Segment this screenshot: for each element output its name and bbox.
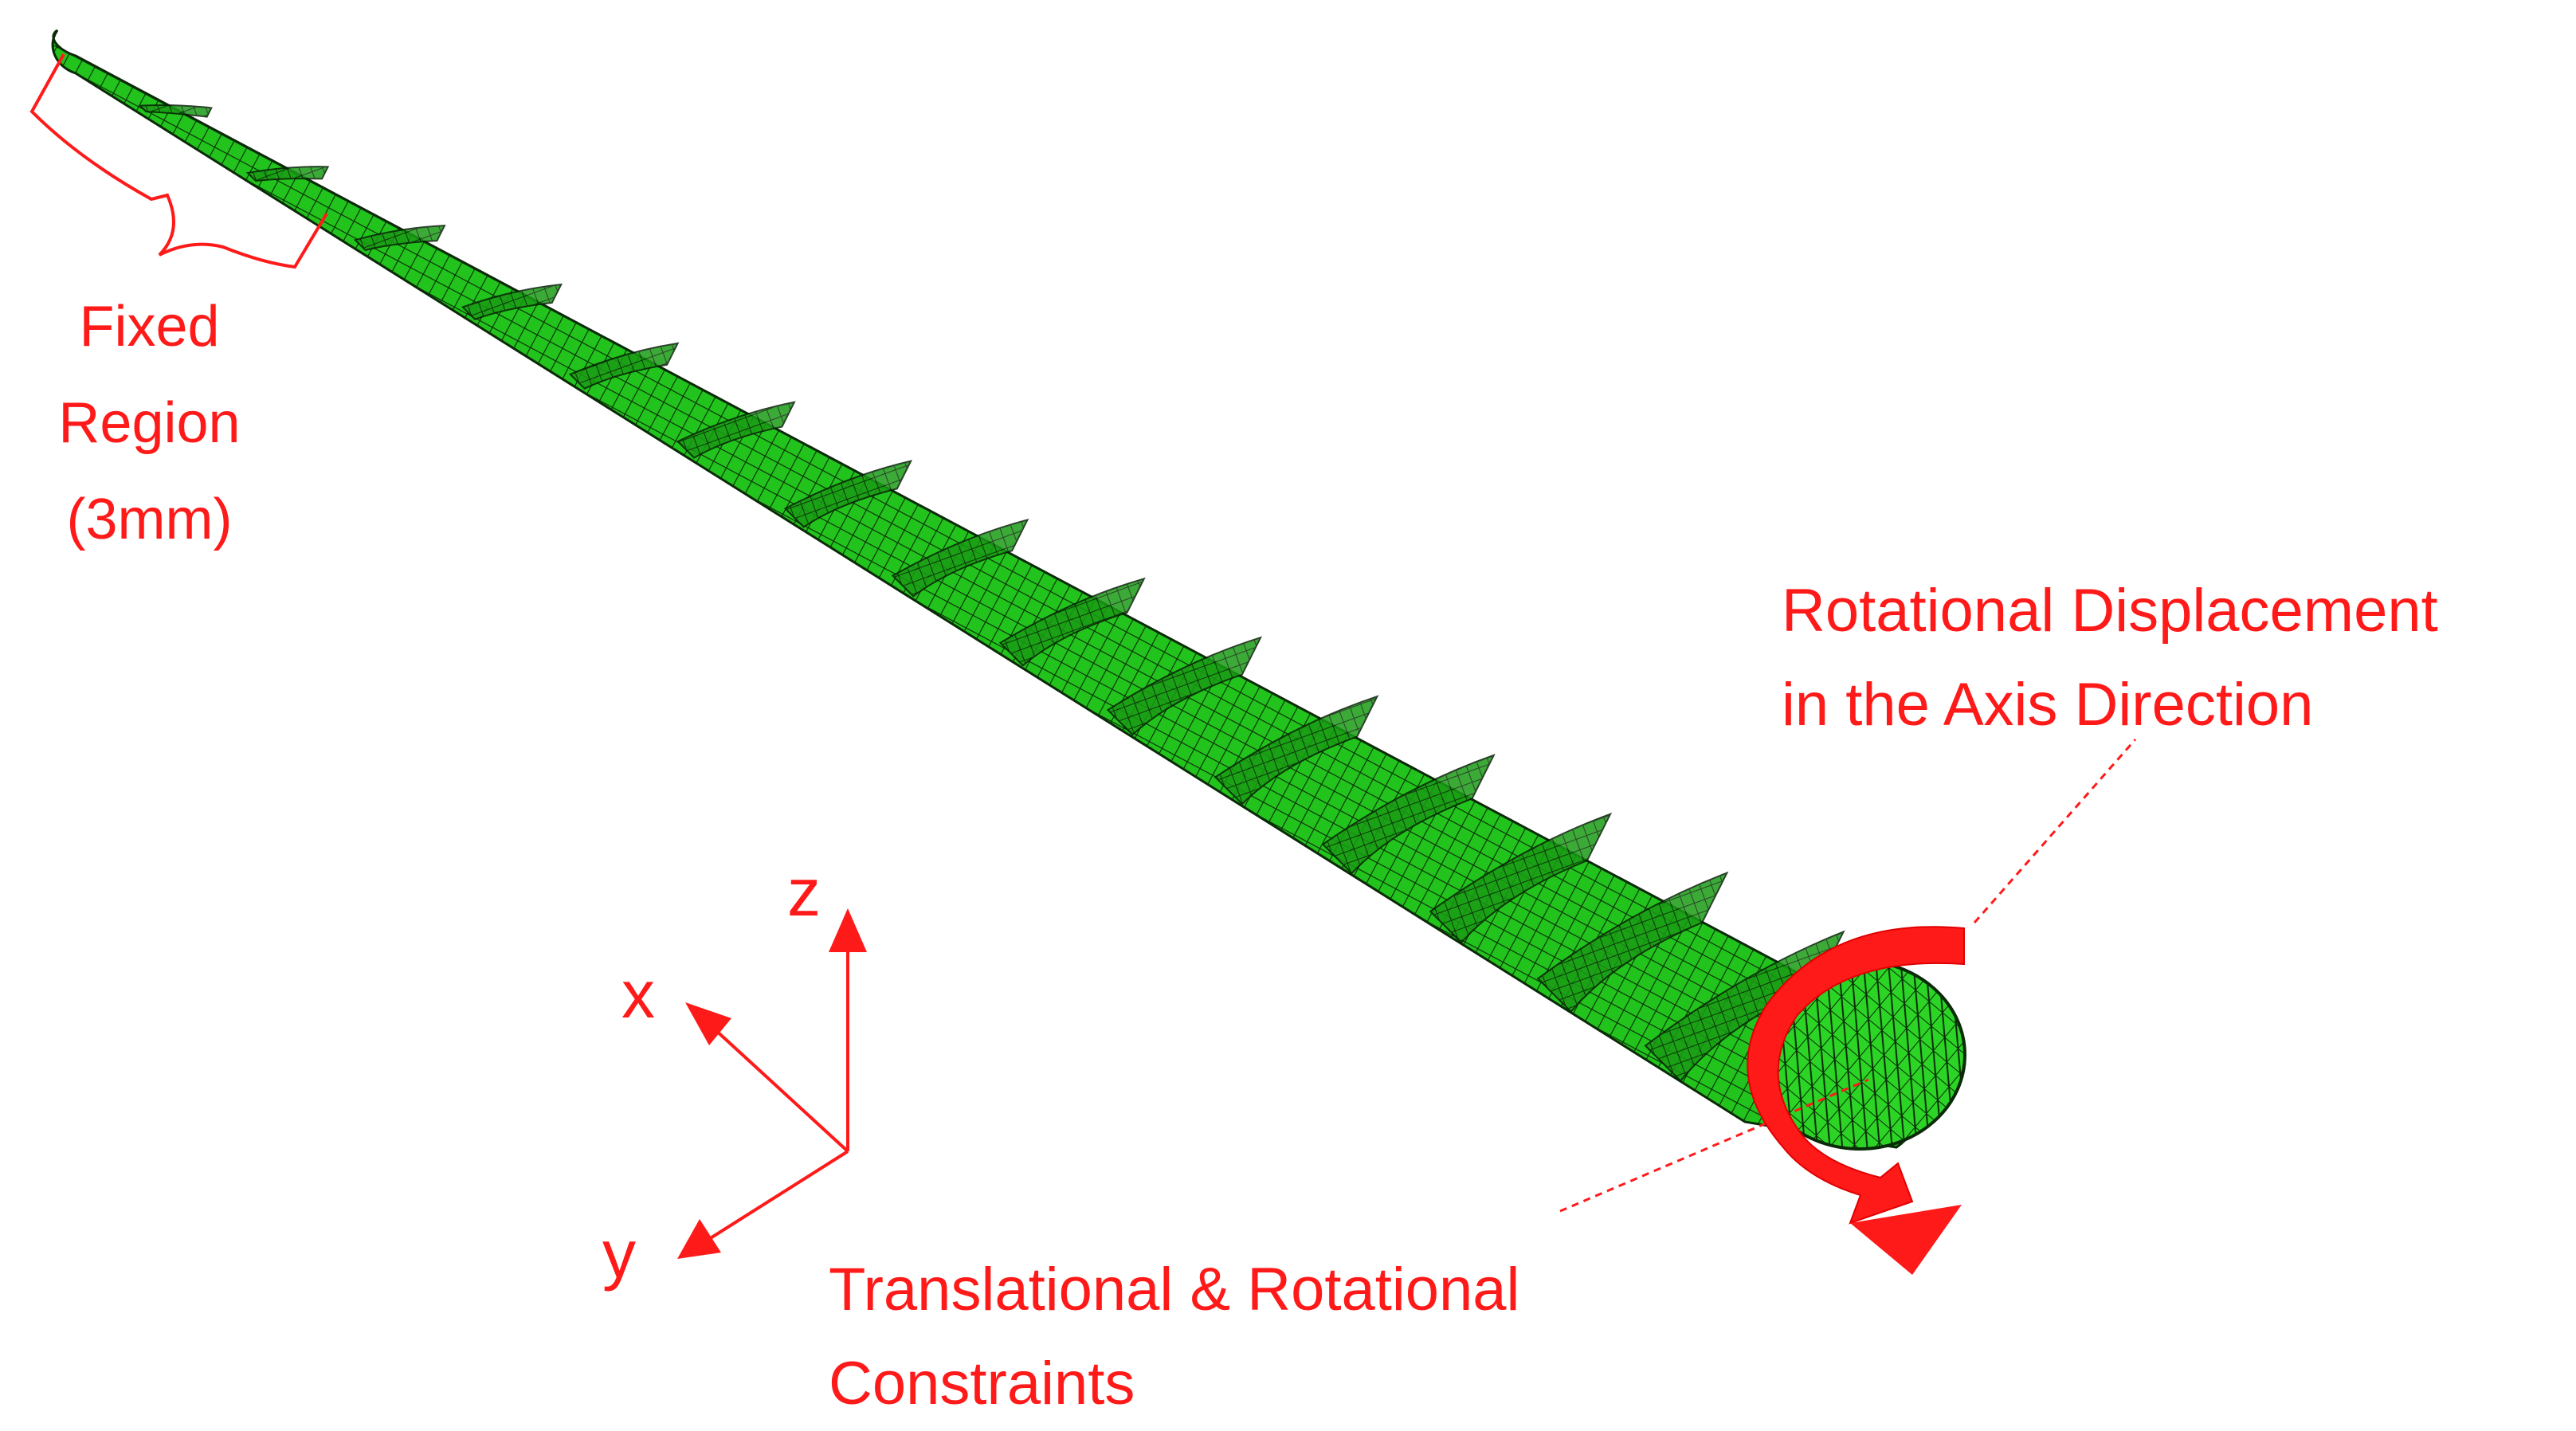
- translational-constraints-line-2: Constraints: [829, 1350, 1135, 1417]
- wire-body: [51, 29, 1923, 1149]
- leader-line-constraints: [1559, 1078, 1869, 1213]
- leader-line-rotation: [1973, 739, 2137, 923]
- wire-twist-bands: [138, 104, 1845, 1083]
- axis-x-label: x: [621, 957, 655, 1032]
- fixed-region-line-1: Fixed: [79, 295, 220, 359]
- rotational-displacement-line-2: in the Axis Direction: [1782, 671, 2314, 739]
- curly-bracket-icon: [29, 53, 328, 269]
- wire-twist-band: [1321, 754, 1496, 875]
- wire-twist-band: [1644, 930, 1845, 1083]
- rotational-displacement-label: Rotational Displacement in the Axis Dire…: [1782, 564, 2438, 752]
- fixed-region-label: Fixed Region (3mm): [36, 279, 263, 568]
- wire-twist-band: [676, 401, 796, 459]
- wire-twist-band: [138, 104, 213, 118]
- twisted-wire: [51, 29, 1966, 1151]
- translational-constraints-label: Translational & Rotational Constraints: [829, 1243, 1519, 1431]
- axis-y-label: y: [602, 1217, 636, 1292]
- wire-twist-band: [998, 577, 1146, 667]
- rotational-displacement-line-1: Rotational Displacement: [1782, 577, 2438, 645]
- wire-twist-band: [461, 283, 563, 320]
- translational-constraints-line-1: Translational & Rotational: [829, 1256, 1520, 1323]
- axis-x-arrowhead: [685, 1002, 731, 1045]
- wire-twist-band: [1106, 636, 1263, 736]
- axis-y-line: [708, 1150, 849, 1241]
- axis-z-label: z: [787, 855, 821, 930]
- coordinate-axes: [677, 908, 867, 1259]
- wire-twist-band: [353, 225, 446, 251]
- axis-y-arrowhead: [677, 1219, 721, 1259]
- axis-x-line: [712, 1026, 849, 1153]
- axis-z-arrowhead: [829, 908, 867, 952]
- wire-twist-band: [245, 166, 330, 182]
- wire-twist-band: [1214, 695, 1379, 806]
- wire-twist-band: [1429, 812, 1613, 944]
- wire-twist-band: [783, 460, 913, 528]
- curved-arrow-icon: [1747, 926, 1965, 1275]
- fixed-region-line-2: Region: [58, 391, 241, 455]
- wire-twist-band: [891, 518, 1029, 598]
- fixed-region-line-3: (3mm): [66, 488, 233, 551]
- wire-twist-band: [1536, 871, 1729, 1013]
- wire-twist-band: [568, 342, 680, 390]
